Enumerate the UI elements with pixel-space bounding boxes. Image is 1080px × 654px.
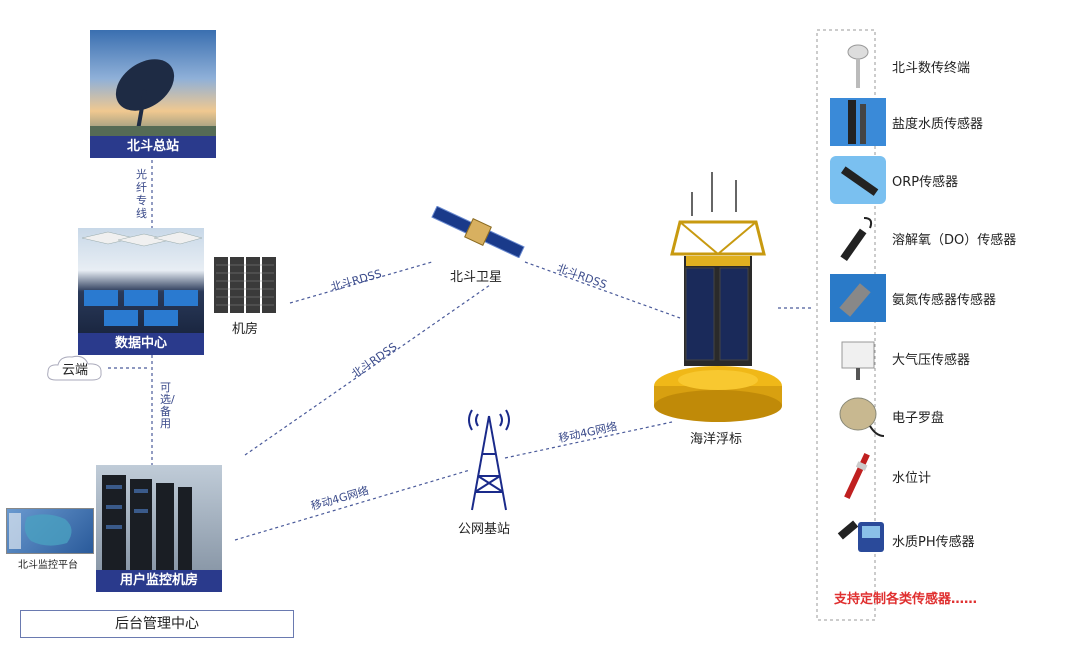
data-center-screens-icon: [81, 231, 203, 326]
salinity-sensor-icon: [830, 98, 886, 146]
custom-sensor-note: 支持定制各类传感器……: [834, 592, 978, 607]
ocean-buoy-label: 海洋浮标: [690, 432, 743, 447]
cloud-label: 云端: [62, 363, 89, 378]
beidou-station-caption: 北斗总站: [90, 136, 216, 158]
sensor-item: 电子罗盘: [830, 392, 1060, 442]
public-base-station-label: 公网基站: [458, 522, 511, 537]
sensor-item: 盐度水质传感器: [830, 98, 1060, 148]
sensor-item: 水位计: [830, 452, 1060, 502]
fiber-line-label: 光纤专线: [136, 168, 150, 220]
data-center-caption: 数据中心: [78, 333, 204, 355]
sensor-item: 水质PH传感器: [830, 516, 1060, 566]
ocean-buoy-icon: [652, 172, 784, 424]
sensor-label: 北斗数传终端: [892, 61, 971, 76]
rdss-link-line-2: [244, 284, 491, 456]
tower-shape: [468, 409, 510, 511]
beidou-station-photo: [90, 30, 216, 138]
user-monitor-room-photo: [96, 465, 222, 571]
base-station-tower-icon: [464, 406, 514, 512]
user-monitor-room-caption: 用户监控机房: [96, 570, 222, 592]
cloud-shape: [47, 355, 102, 381]
satellite-icon: [428, 206, 528, 258]
sensor-label: 水位计: [892, 471, 932, 486]
buoy-shape: [654, 172, 782, 422]
mobile-link-line-2: [504, 421, 673, 459]
ammonia-sensor-icon: [830, 274, 886, 322]
satellite-dish-icon: [90, 59, 216, 138]
sensor-label: 盐度水质传感器: [892, 117, 984, 132]
server-room-icon: [102, 475, 192, 571]
pressure-sensor-icon: [830, 334, 886, 382]
mobile-link-line-1: [234, 469, 471, 541]
sensor-label: 电子罗盘: [892, 411, 945, 426]
map-screen-icon: [9, 513, 72, 549]
ph-sensor-icon: [830, 516, 886, 564]
sensor-label: ORP传感器: [892, 175, 959, 190]
machine-room-label: 机房: [232, 322, 259, 337]
backend-center-label: 后台管理中心: [115, 616, 199, 632]
backend-center-box: 后台管理中心: [20, 610, 294, 638]
sensor-item: 溶解氧（DO）传感器: [830, 214, 1060, 264]
sensor-item: 北斗数传终端: [830, 42, 1060, 92]
monitor-platform-screen: [6, 508, 94, 554]
beidou-terminal-icon: [830, 42, 886, 90]
beidou-satellite-label: 北斗卫星: [450, 270, 503, 285]
sensor-label: 氨氮传感器传感器: [892, 293, 997, 308]
optional-backup-label: 可选/备用: [160, 381, 175, 430]
sensor-label: 溶解氧（DO）传感器: [892, 233, 1017, 248]
monitor-platform-label: 北斗监控平台: [18, 560, 78, 571]
rdss-link-line-1: [289, 261, 433, 304]
sensor-item: 氨氮传感器传感器: [830, 274, 1060, 324]
compass-icon: [830, 392, 886, 440]
do-sensor-icon: [830, 214, 886, 262]
sensor-item: ORP传感器: [830, 156, 1060, 206]
server-rack-image: [214, 257, 276, 313]
server-rack-icon: [214, 257, 276, 313]
sensor-item: 大气压传感器: [830, 334, 1060, 384]
sensor-label: 水质PH传感器: [892, 535, 975, 550]
cloud-icon: 云端: [44, 352, 106, 384]
water-level-icon: [830, 452, 886, 500]
satellite-shape: [431, 206, 525, 258]
orp-sensor-icon: [830, 156, 886, 204]
sensor-label: 大气压传感器: [892, 353, 971, 368]
data-center-photo: [78, 228, 204, 334]
